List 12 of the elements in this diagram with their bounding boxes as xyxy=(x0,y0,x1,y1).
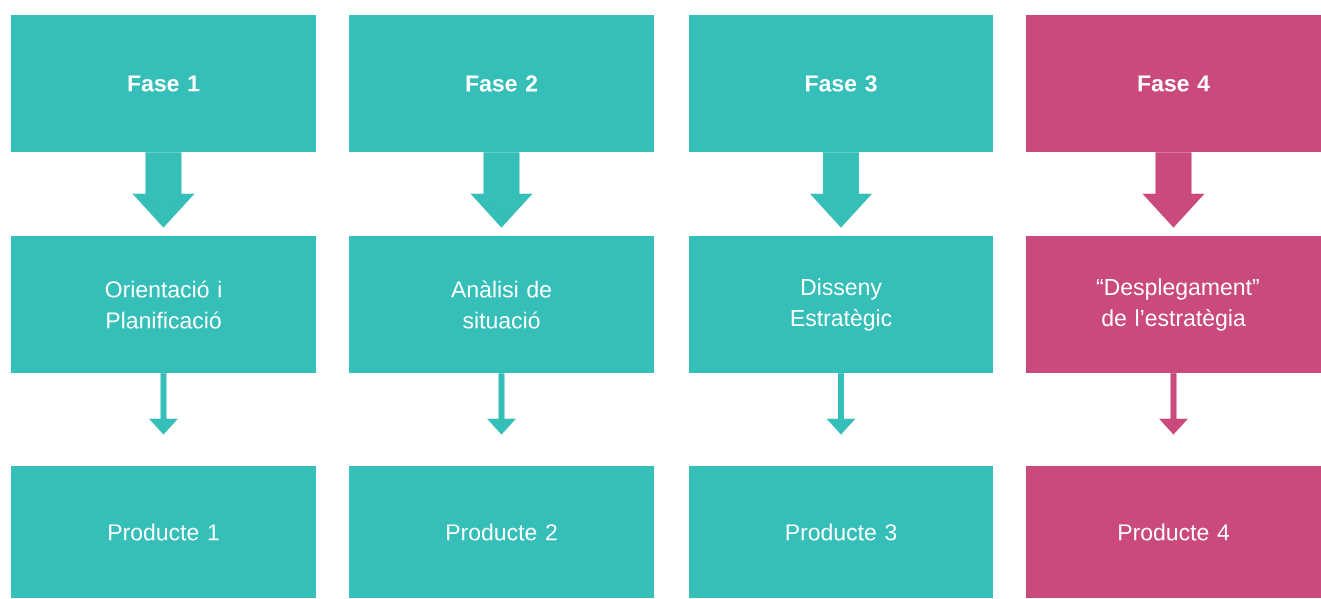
step-box: “Desplegament” de l’estratègia xyxy=(1026,236,1321,373)
phase-box: Fase 4 xyxy=(1026,15,1321,152)
phase-box: Fase 1 xyxy=(11,15,316,152)
step-box: Orientació i Planificació xyxy=(11,236,316,373)
phase-box: Fase 3 xyxy=(689,15,993,152)
step-box: Disseny Estratègic xyxy=(689,236,993,373)
product-box: Producte 4 xyxy=(1026,466,1321,598)
product-box: Producte 2 xyxy=(349,466,654,598)
step-box: Anàlisi de situació xyxy=(349,236,654,373)
product-box: Producte 3 xyxy=(689,466,993,598)
phase-box: Fase 2 xyxy=(349,15,654,152)
product-box: Producte 1 xyxy=(11,466,316,598)
